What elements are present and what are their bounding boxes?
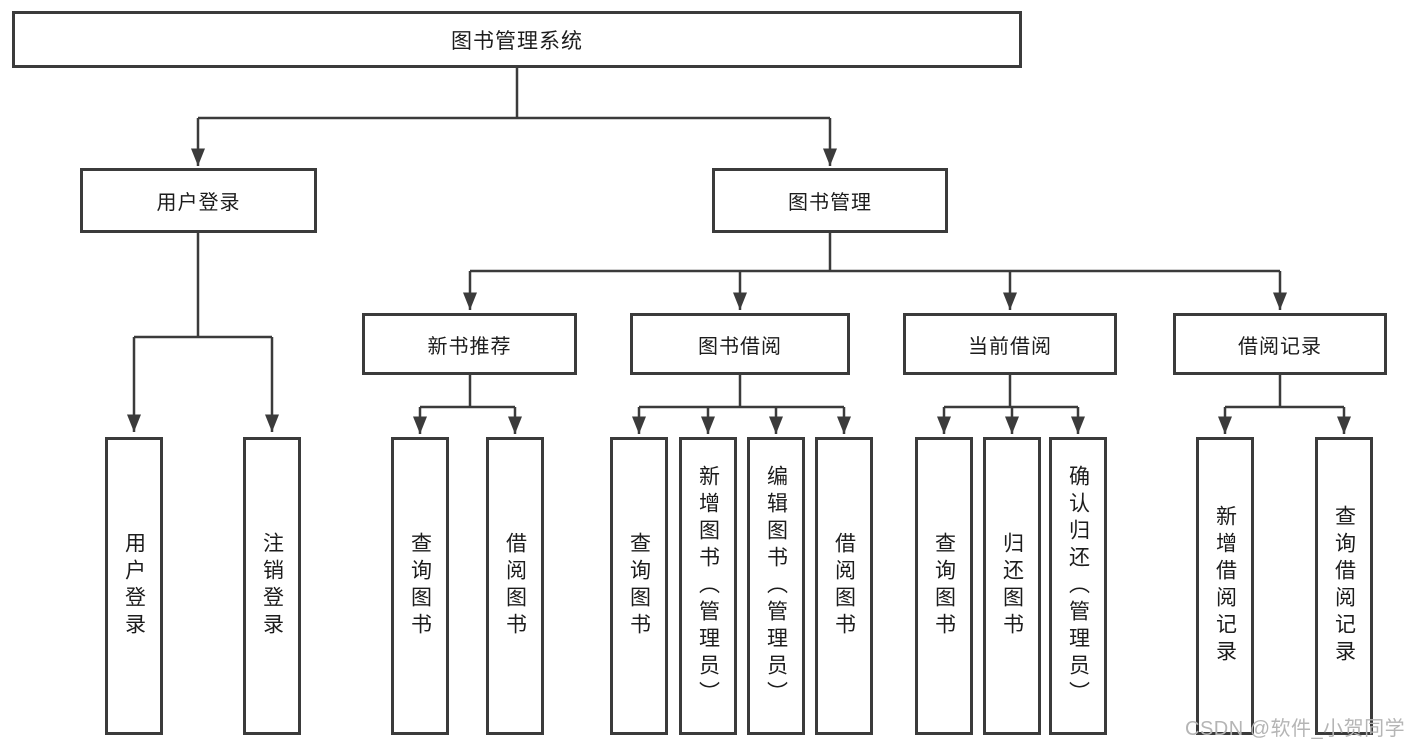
node-label: 用户登录 [122,532,146,640]
node-label: 新增借阅记录 [1213,505,1237,667]
csdn-watermark: CSDN @软件_小贺同学 [1185,718,1405,740]
node-new-book-recommend: 新书推荐 [362,313,577,375]
node-label: 注销登录 [260,532,284,640]
node-leaf-edit-book-admin: 编辑图书（管理员） [747,437,805,735]
node-leaf-query-borrow-record: 查询借阅记录 [1315,437,1373,735]
node-label: 借阅图书 [503,532,527,640]
node-leaf-add-book-admin: 新增图书（管理员） [679,437,737,735]
node-label: 查询图书 [408,532,432,640]
node-label: 新书推荐 [427,335,512,358]
node-label: 查询借阅记录 [1332,505,1356,667]
node-current-borrow: 当前借阅 [903,313,1117,375]
node-borrow-records: 借阅记录 [1173,313,1387,375]
node-library-management-system: 图书管理系统 [12,11,1022,68]
node-book-borrow: 图书借阅 [630,313,850,375]
node-label: 图书借阅 [698,335,782,358]
node-label: 借阅图书 [832,532,856,640]
node-leaf-query-book-1: 查询图书 [391,437,449,735]
node-user-login: 用户登录 [80,168,317,233]
node-label: 图书管理 [788,192,872,214]
node-leaf-query-book-3: 查询图书 [915,437,973,735]
node-leaf-borrow-book-1: 借阅图书 [486,437,544,735]
node-label: 用户登录 [156,192,241,214]
node-label: 新增图书（管理员） [696,464,720,708]
node-leaf-borrow-book-2: 借阅图书 [815,437,873,735]
node-leaf-return-book: 归还图书 [983,437,1041,735]
node-label: 编辑图书（管理员） [764,464,788,708]
node-leaf-confirm-return-admin: 确认归还（管理员） [1049,437,1107,735]
node-leaf-logout: 注销登录 [243,437,301,735]
node-label: 当前借阅 [968,335,1052,358]
node-label: 确认归还（管理员） [1066,464,1090,708]
node-label: 图书管理系统 [451,29,583,53]
node-label: 借阅记录 [1238,335,1322,358]
node-label: 查询图书 [932,532,956,640]
node-label: 归还图书 [1000,532,1024,640]
node-leaf-user-login: 用户登录 [105,437,163,735]
node-leaf-query-book-2: 查询图书 [610,437,668,735]
node-book-management: 图书管理 [712,168,948,233]
node-leaf-add-borrow-record: 新增借阅记录 [1196,437,1254,735]
node-label: 查询图书 [627,532,651,640]
